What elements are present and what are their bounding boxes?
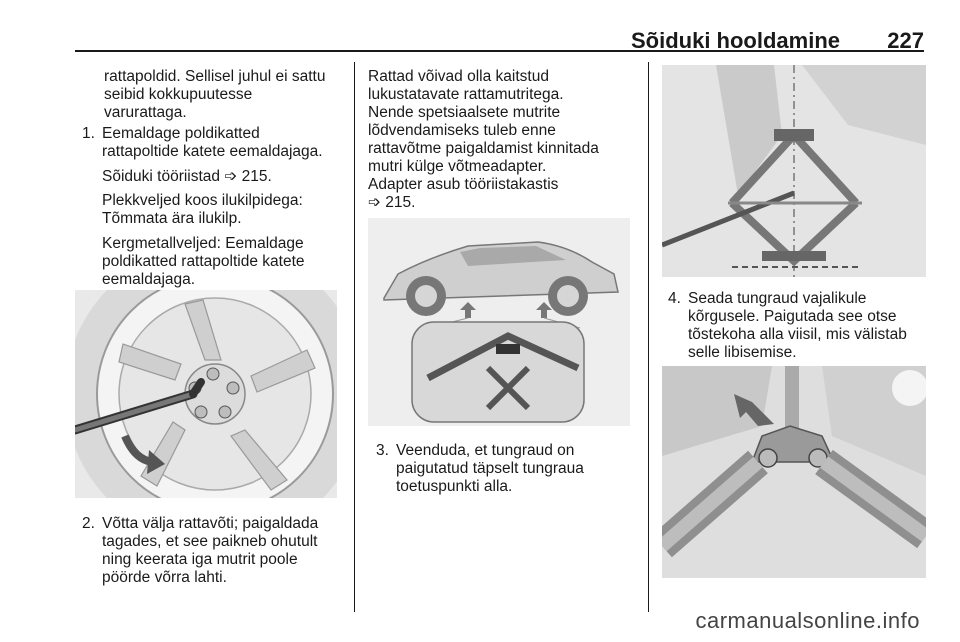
- step-1-number: 1.: [82, 125, 95, 142]
- step-4-number: 4.: [668, 290, 681, 307]
- jack-point-illustration: [368, 218, 630, 426]
- step-1-text: Eemaldage poldikatted rattapoltide katet…: [102, 125, 323, 160]
- step-4: 4.: [668, 290, 688, 308]
- column-divider-1: [354, 62, 355, 612]
- column-divider-2: [648, 62, 649, 612]
- header-rule: [75, 50, 924, 52]
- page-header-title: Sõiduki hooldamine: [630, 28, 840, 53]
- step-2: 2.: [82, 515, 102, 533]
- wheel-wrench-illustration: [75, 290, 337, 498]
- step-1: 1.: [82, 125, 102, 143]
- steel-wheels-text: Plekkveljed koos ilukilpidega: Tõmmata ä…: [102, 192, 303, 227]
- jack-placement-illustration: [662, 366, 926, 578]
- step-3-number: 3.: [376, 442, 389, 459]
- page-number: 227: [887, 28, 924, 53]
- paragraph-continued: rattapoldid. Sellisel juhul ei sattu sei…: [104, 68, 326, 121]
- alloy-wheels-text: Kergmetallveljed: Eemaldage poldikatted …: [102, 235, 305, 288]
- step-2-text: Võtta välja rattavõti; paigaldada tagade…: [102, 515, 319, 586]
- step-4-text: Seada tungraud vajalikule kõrgusele. Pai…: [688, 290, 907, 361]
- step-3: 3.: [376, 442, 396, 460]
- watermark-url: carmanualsonline.info: [695, 608, 920, 633]
- step-2-number: 2.: [82, 515, 95, 532]
- locking-nuts-paragraph: Rattad võivad olla kaitstud lukustatavat…: [368, 68, 599, 211]
- scissor-jack-illustration: [662, 65, 926, 277]
- step-3-text: Veenduda, et tungraud on paigutatud täps…: [396, 442, 584, 495]
- tools-reference: Sõiduki tööriistad ➩ 215.: [102, 168, 272, 185]
